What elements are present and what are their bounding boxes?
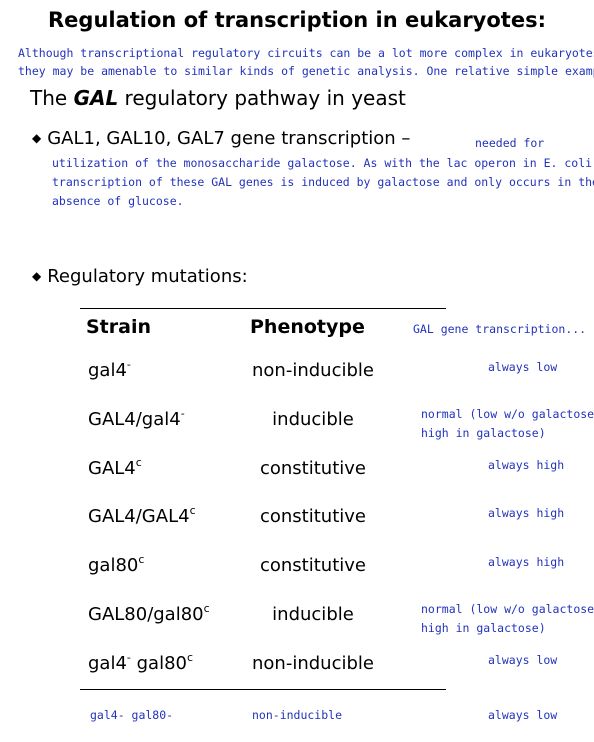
note-line: transcription of these GAL genes is indu… <box>52 175 594 189</box>
phenotype-cell: constitutive <box>259 458 366 479</box>
strain-superscript: c <box>203 602 210 615</box>
strain-superscript: c <box>189 504 196 517</box>
extra-strain: gal4- gal80- <box>90 708 174 722</box>
transcription-note: always low <box>488 651 557 670</box>
phenotype-cell: non-inducible <box>252 360 374 381</box>
header-transcription: GAL gene transcription... <box>413 322 587 336</box>
strain-name: gal4 <box>88 360 127 381</box>
transcription-note: normal (low w/o galactose, high in galact… <box>421 405 594 443</box>
section-subtitle: The GAL regulatory pathway in yeast <box>30 86 406 110</box>
extra-phenotype: non-inducible <box>252 708 343 722</box>
strain-cell: gal4- gal80c <box>88 651 194 674</box>
transcription-note: always high <box>488 456 564 475</box>
strain-cell: gal80c <box>88 553 145 576</box>
strain-name: GAL80/gal80 <box>88 604 204 625</box>
intro-line: they may be amenable to similar kinds of… <box>18 64 594 78</box>
phenotype-cell: constitutive <box>259 555 366 576</box>
note-line: always low <box>488 360 558 374</box>
phenotype-cell: inducible <box>272 409 354 430</box>
note-line: always high <box>488 555 565 569</box>
strain-cell: GAL4/gal4- <box>88 407 185 430</box>
note-line: utilization of the monosaccharide galact… <box>52 156 594 170</box>
strain-superscript: - <box>180 407 185 420</box>
table-top-rule <box>80 308 446 309</box>
strain-name: gal80 <box>88 555 139 576</box>
note-line: normal (low w/o galactose, <box>421 407 594 421</box>
intro-text: Although transcriptional regulatory circ… <box>18 44 594 80</box>
transcription-note: normal (low w/o galactose, high in galact… <box>421 600 594 638</box>
header-strain: Strain <box>86 316 151 338</box>
subtitle-gene: GAL <box>73 86 119 110</box>
strain-name: GAL4 <box>88 458 136 479</box>
bullet-note-inline: needed for <box>475 136 545 150</box>
bullet-text: GAL1, GAL10, GAL7 gene transcription – <box>47 128 411 149</box>
transcription-note: always high <box>488 553 564 572</box>
note-line: normal (low w/o galactose, <box>421 602 594 616</box>
note-line: always high <box>488 506 565 520</box>
phenotype-cell: non-inducible <box>252 653 374 674</box>
header-phenotype: Phenotype <box>250 316 365 338</box>
bullet-text: Regulatory mutations: <box>47 266 248 287</box>
strain-cell: gal4- <box>88 358 131 381</box>
transcription-note: always high <box>488 504 564 523</box>
strain-cell: GAL80/gal80c <box>88 602 210 625</box>
strain-superscript: c <box>187 651 194 664</box>
note-line: absence of glucose. <box>52 194 184 208</box>
strain-name: GAL4/GAL4 <box>88 506 190 527</box>
table-bottom-rule <box>80 689 446 690</box>
strain-superscript: c <box>138 553 145 566</box>
intro-line: Although transcriptional regulatory circ… <box>18 46 594 60</box>
bullet-note: utilization of the monosaccharide galact… <box>52 154 594 211</box>
transcription-note: always low <box>488 358 557 377</box>
diamond-bullet-icon: ◆ <box>32 269 42 283</box>
strain-superscript: c <box>135 456 142 469</box>
diamond-bullet-icon: ◆ <box>32 131 42 145</box>
subtitle-suffix: regulatory pathway in yeast <box>118 86 406 110</box>
note-line: high in galactose) <box>421 426 546 440</box>
bullet-gal-genes: ◆ GAL1, GAL10, GAL7 gene transcription – <box>32 128 410 149</box>
strain-cell: GAL4c <box>88 456 142 479</box>
page-title: Regulation of transcription in eukaryote… <box>48 8 546 32</box>
note-line: high in galactose) <box>421 621 546 635</box>
strain-name: gal80 <box>130 653 187 674</box>
phenotype-cell: inducible <box>272 604 354 625</box>
strain-superscript: - <box>126 358 131 371</box>
strain-name: GAL4/gal4 <box>88 409 181 430</box>
strain-name: gal4 <box>88 653 127 674</box>
note-line: always low <box>488 653 558 667</box>
strain-superscript: - <box>126 651 131 664</box>
extra-note: always low <box>488 708 558 722</box>
subtitle-prefix: The <box>30 86 74 110</box>
note-line: always high <box>488 458 565 472</box>
bullet-regulatory-mutations: ◆ Regulatory mutations: <box>32 266 248 287</box>
phenotype-cell: constitutive <box>259 506 366 527</box>
strain-cell: GAL4/GAL4c <box>88 504 196 527</box>
